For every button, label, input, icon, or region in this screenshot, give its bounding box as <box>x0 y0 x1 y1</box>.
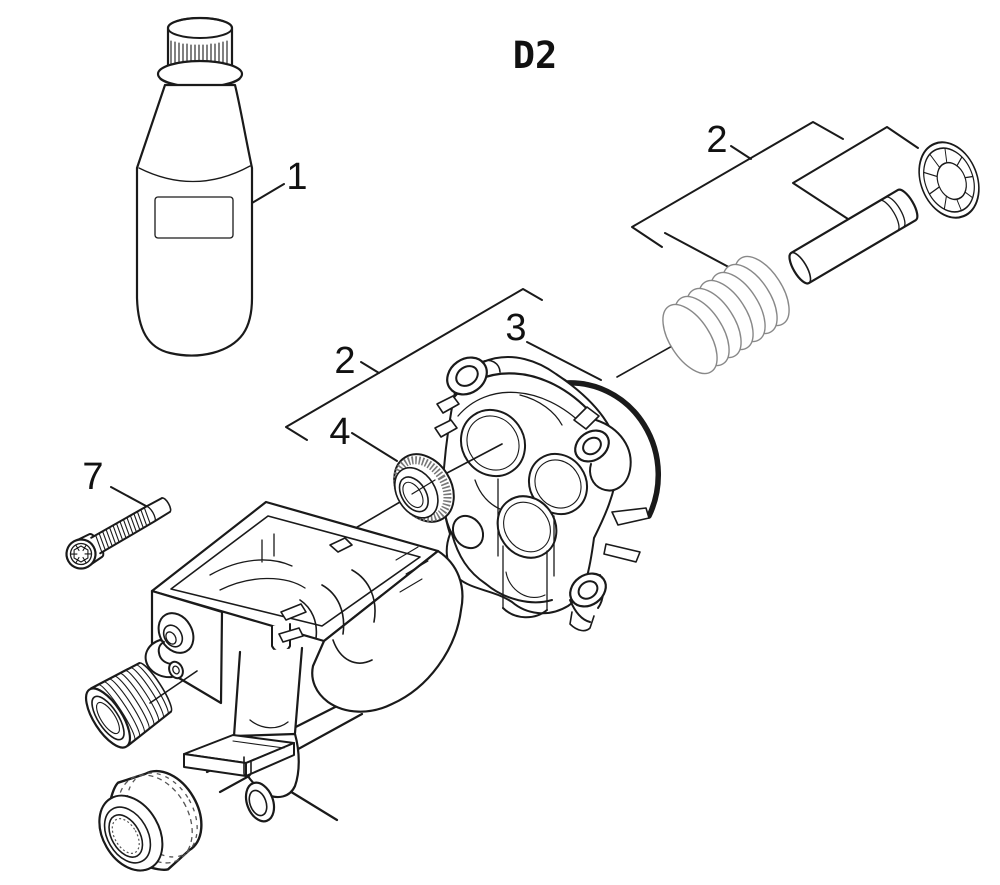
flange-fork-prongs <box>603 507 650 563</box>
outlet-cylinder-fill <box>234 648 302 736</box>
flange-ear-top <box>446 356 488 396</box>
bracket-pin-cap <box>792 126 919 220</box>
flange-bore-1 <box>459 408 527 478</box>
pump-assembly <box>84 500 464 872</box>
leader-2-top <box>730 145 752 160</box>
callout-3: 3 <box>505 307 526 349</box>
flange-tabs-left <box>434 395 460 438</box>
screw-threads <box>95 507 151 553</box>
callout-1: 1 <box>286 156 307 198</box>
callout-7: 7 <box>82 456 103 498</box>
oil-bottle <box>135 16 254 357</box>
bracket-pin-group <box>631 121 844 248</box>
fitting-axis-line <box>149 670 198 704</box>
callout-4: 4 <box>329 411 350 453</box>
nut-inner-threads <box>111 818 140 854</box>
retainer-cap <box>918 141 980 219</box>
callout-2-mid: 2 <box>334 340 355 382</box>
spring <box>662 255 790 375</box>
hose-barb-elbow <box>144 639 184 680</box>
seal-axis-through <box>411 479 436 495</box>
bottle-label-panel <box>154 196 234 239</box>
leader-2-mid <box>360 361 380 374</box>
pump-flange <box>434 356 650 632</box>
oil-seal <box>393 453 455 523</box>
piston-pin <box>788 188 919 285</box>
cap-collar <box>156 59 244 89</box>
torx-recess <box>70 544 92 564</box>
flange-foot-left <box>451 514 485 550</box>
leader-3 <box>526 341 602 381</box>
page-title: D2 <box>513 34 558 77</box>
threaded-fitting <box>84 662 173 749</box>
leader-1 <box>251 183 285 204</box>
cap-center-hole <box>936 161 967 201</box>
fitting-threads <box>97 664 169 741</box>
coupling-nut <box>98 769 203 872</box>
callout-2-top: 2 <box>706 119 727 161</box>
flange-ear-bottom <box>569 572 607 608</box>
leader-4 <box>351 432 398 462</box>
leader-7 <box>110 486 147 507</box>
bracket-spring-leg <box>664 232 739 273</box>
bracket-head-group <box>285 288 543 441</box>
clamp-plate <box>183 734 295 778</box>
bottle-cap <box>156 16 244 89</box>
flange-ear-right <box>574 429 610 463</box>
pump-barrel <box>271 546 464 713</box>
flange-bore-3 <box>496 495 558 559</box>
outlet-cylinder <box>232 646 304 738</box>
cap-spokes <box>923 147 974 212</box>
cylinder-head-screw <box>65 497 172 570</box>
callout-lines <box>110 121 919 507</box>
